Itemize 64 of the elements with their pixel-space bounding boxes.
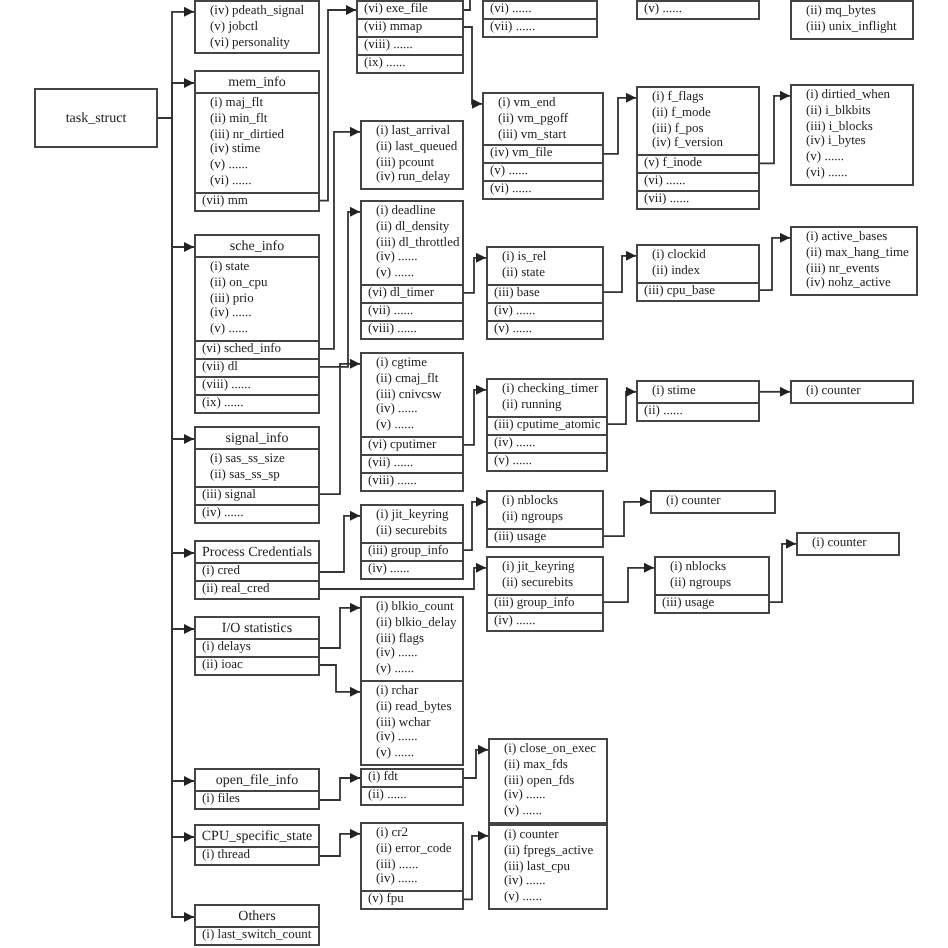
struct-box bbox=[194, 540, 320, 600]
connector-arrow bbox=[759, 232, 791, 292]
connector-arrow bbox=[319, 510, 361, 573]
connector-arrow bbox=[463, 26, 483, 109]
connector-arrow bbox=[319, 206, 361, 368]
struct-box bbox=[796, 532, 900, 556]
connector-arrow bbox=[319, 126, 361, 350]
connector-arrow bbox=[759, 386, 791, 397]
struct-box bbox=[482, 0, 598, 38]
struct-box bbox=[790, 380, 914, 404]
connector-arrow bbox=[319, 5, 357, 202]
struct-box bbox=[486, 490, 604, 548]
struct-box bbox=[636, 86, 760, 211]
struct-box bbox=[360, 120, 464, 191]
struct-box bbox=[488, 738, 608, 824]
struct-box bbox=[194, 616, 320, 676]
connector-arrow bbox=[319, 664, 361, 697]
struct-box bbox=[194, 234, 320, 414]
connector-arrow bbox=[319, 358, 361, 496]
struct-box bbox=[486, 378, 608, 472]
struct-box bbox=[194, 768, 320, 810]
connector-arrow bbox=[463, 252, 487, 294]
struct-box bbox=[360, 680, 464, 766]
struct-box bbox=[360, 596, 464, 682]
connector-arrow bbox=[319, 562, 487, 590]
struct-box bbox=[360, 352, 464, 492]
connector-arrow bbox=[319, 602, 361, 649]
connector-arrow bbox=[319, 828, 361, 857]
connector-arrow bbox=[603, 496, 651, 538]
struct-box bbox=[486, 246, 604, 340]
struct-box bbox=[194, 0, 320, 55]
connector-arrow bbox=[769, 538, 797, 604]
struct-box bbox=[636, 244, 760, 302]
struct-box bbox=[360, 822, 464, 911]
struct-box bbox=[194, 904, 320, 946]
struct-box bbox=[636, 0, 760, 20]
struct-box bbox=[790, 0, 914, 40]
struct-box bbox=[360, 504, 464, 580]
connector-arrow bbox=[607, 386, 637, 426]
connector-arrow bbox=[463, 830, 489, 901]
struct-box bbox=[34, 88, 158, 148]
connector-arrow bbox=[603, 562, 655, 604]
struct-box bbox=[194, 70, 320, 212]
connector-arrow bbox=[603, 92, 637, 155]
struct-box bbox=[194, 824, 320, 866]
struct-box bbox=[482, 92, 604, 201]
struct-box bbox=[654, 556, 770, 614]
connector-arrow bbox=[319, 773, 361, 801]
struct-box bbox=[790, 84, 914, 186]
connector-arrow bbox=[759, 90, 791, 165]
struct-box bbox=[360, 200, 464, 340]
struct-box bbox=[486, 556, 604, 632]
struct-box bbox=[356, 0, 464, 74]
struct-box bbox=[488, 824, 608, 910]
connector-arrow bbox=[463, 744, 489, 779]
connector-arrow bbox=[463, 384, 487, 446]
connector-arrow bbox=[603, 250, 637, 294]
struct-box bbox=[360, 768, 464, 806]
struct-box bbox=[636, 380, 760, 422]
connector-line bbox=[463, 0, 471, 11]
struct-box bbox=[194, 426, 320, 524]
struct-box bbox=[790, 226, 918, 297]
connector-arrow bbox=[463, 496, 487, 552]
struct-box bbox=[650, 490, 776, 514]
